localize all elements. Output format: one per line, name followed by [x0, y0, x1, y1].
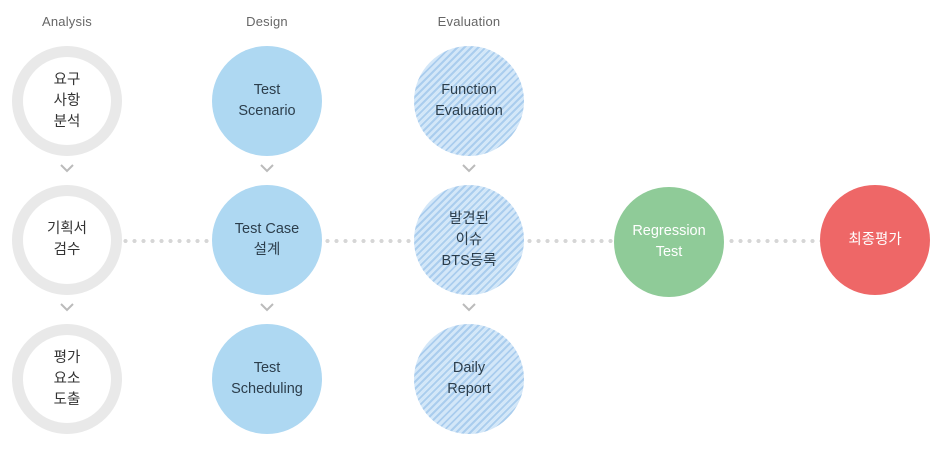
node-function-evaluation: Function Evaluation — [414, 46, 524, 156]
column-header-evaluation: Evaluation — [437, 14, 501, 29]
column-header-design: Design — [246, 14, 288, 29]
chevron-down-icon — [260, 303, 274, 312]
connector-evaluation-regression — [525, 239, 615, 243]
connector-analysis-design — [121, 239, 211, 243]
chevron-down-icon — [60, 303, 74, 312]
connector-regression-final — [727, 239, 821, 243]
node-label: 기획서 검수 — [46, 221, 88, 258]
chevron-down-icon — [60, 164, 74, 173]
connector-design-evaluation — [323, 239, 413, 243]
node-label: 발견된 이슈 BTS등록 — [441, 210, 497, 269]
node-regression-test: Regression Test — [614, 187, 724, 297]
node-label: Daily Report — [447, 360, 491, 397]
node-label: 요구 사항 분석 — [53, 71, 81, 130]
chevron-down-icon — [260, 164, 274, 173]
node-test-case-design: Test Case 설계 — [212, 185, 322, 295]
node-requirements-analysis: 요구 사항 분석 — [12, 46, 122, 156]
node-label: 최종평가 — [848, 231, 902, 248]
node-final-evaluation: 최종평가 — [820, 185, 930, 295]
node-label: Test Case 설계 — [234, 221, 300, 258]
node-daily-report: Daily Report — [414, 324, 524, 434]
node-label: Test Scenario — [238, 82, 296, 119]
node-spec-review: 기획서 검수 — [12, 185, 122, 295]
node-test-scenario: Test Scenario — [212, 46, 322, 156]
node-issue-bts-registration: 발견된 이슈 BTS등록 — [414, 185, 524, 295]
node-label: Test Scheduling — [231, 360, 303, 397]
chevron-down-icon — [462, 303, 476, 312]
node-label: Function Evaluation — [435, 82, 503, 119]
node-evaluation-factors: 평가 요소 도출 — [12, 324, 122, 434]
chevron-down-icon — [462, 164, 476, 173]
node-test-scheduling: Test Scheduling — [212, 324, 322, 434]
node-label: 평가 요소 도출 — [53, 349, 81, 408]
node-label: Regression Test — [632, 223, 706, 260]
column-header-analysis: Analysis — [41, 14, 92, 29]
